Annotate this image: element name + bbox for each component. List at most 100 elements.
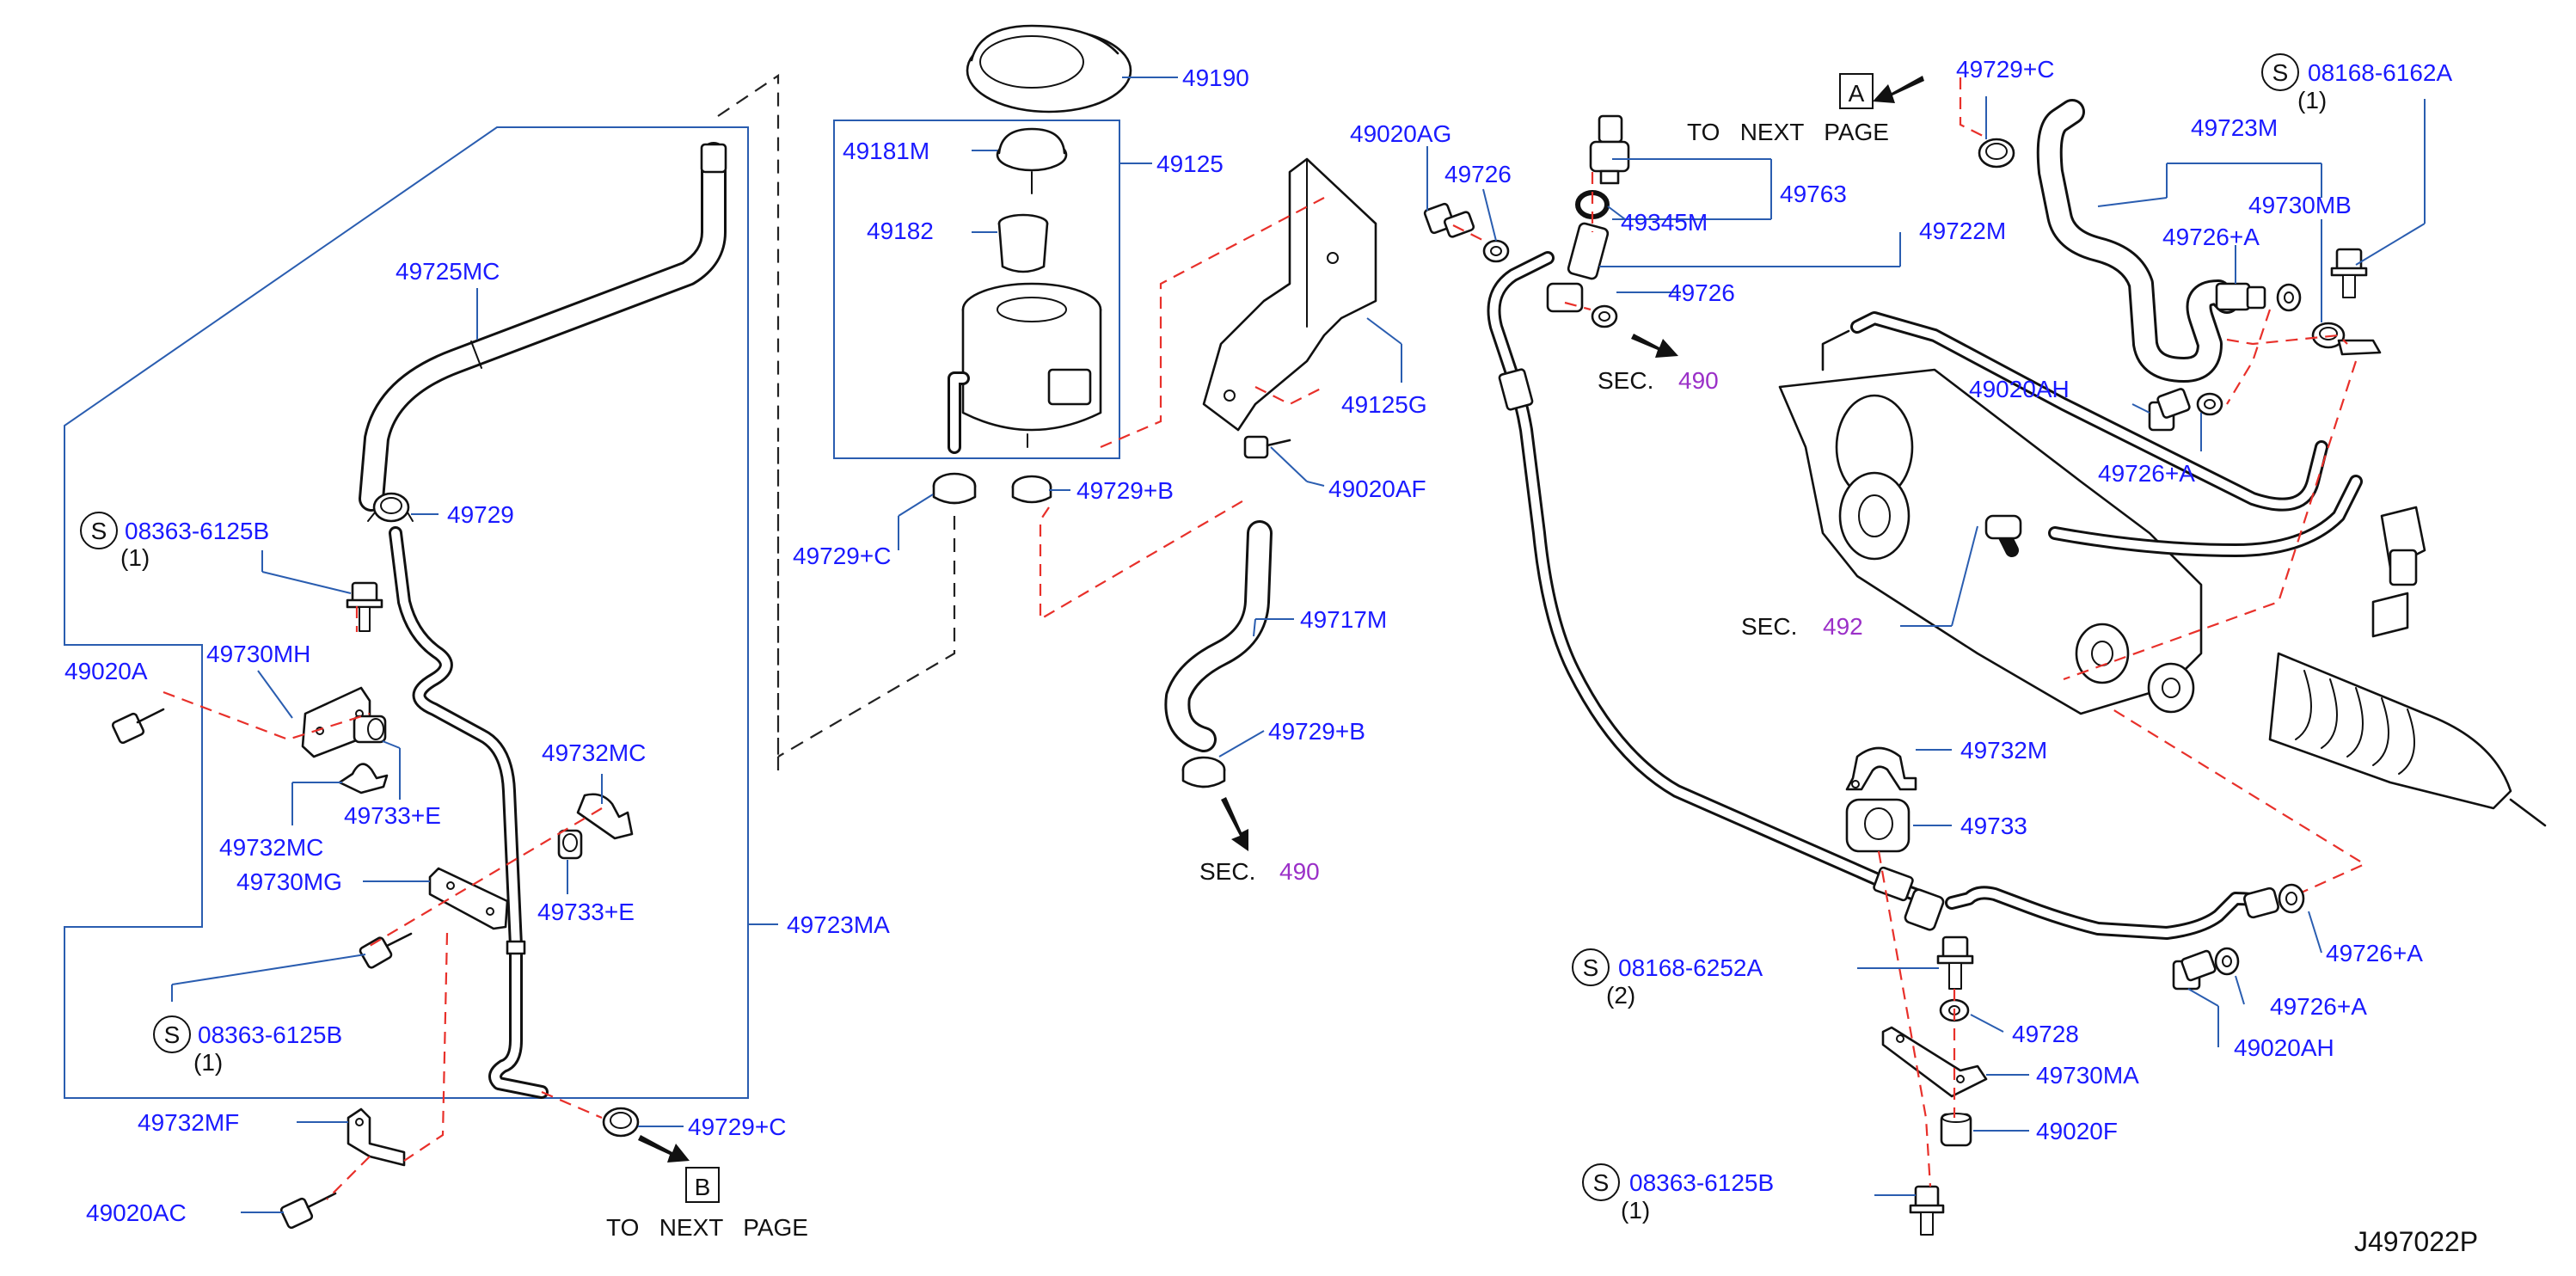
label-49726A-a: 49726+A (2162, 224, 2260, 250)
label-49732MF: 49732MF (138, 1109, 239, 1136)
bolt-49020AC (279, 1192, 337, 1230)
label-49725MC: 49725MC (396, 258, 500, 285)
label-49726A-b: 49726+A (2098, 460, 2195, 487)
label-49020AG: 49020AG (1350, 120, 1451, 147)
label-49730MB: 49730MB (2248, 192, 2352, 218)
box-marker-a: A (1839, 73, 1874, 109)
dash-right-2 (2226, 334, 2348, 346)
label-49729B-b: 49729+B (1268, 718, 1365, 745)
label-49722M: 49722M (1919, 218, 2006, 244)
label-sec-num-c: 492 (1823, 613, 1863, 640)
label-49729: 49729 (447, 501, 514, 528)
dash-center-2 (1564, 172, 1594, 311)
label-49733: 49733 (1960, 813, 2027, 839)
dash-left-1 (163, 690, 371, 741)
label-49730MH: 49730MH (206, 641, 310, 667)
label-49345M: 49345M (1621, 209, 1708, 236)
s-circle-08363-b: S (153, 1015, 191, 1053)
label-49730MA: 49730MA (2036, 1062, 2139, 1089)
svg-text:A: A (1849, 80, 1865, 107)
clamp-49729B-a (1011, 475, 1052, 504)
label-49182: 49182 (867, 218, 934, 244)
label-49125G: 49125G (1341, 391, 1427, 418)
clamp-49729C-b (602, 1107, 640, 1138)
frame-49723MA (64, 126, 749, 1099)
s-circle-08168-a: S (2261, 53, 2299, 91)
hose-49723M (2036, 99, 2240, 383)
label-to-next-page-b: TO NEXT PAGE (606, 1214, 808, 1241)
dash-right-1 (1959, 77, 1987, 138)
label-49181M: 49181M (843, 138, 929, 164)
washer-49726-a (1482, 239, 1510, 263)
label-49732MC-b: 49732MC (542, 739, 646, 766)
box-marker-b: B (685, 1167, 720, 1203)
washer-49726-b (1591, 304, 1618, 328)
reservoir-body (948, 282, 1102, 454)
dash-left-3 (403, 932, 449, 1162)
arrow-to-b (638, 1135, 690, 1163)
leader-lines (171, 77, 2426, 1213)
clamp-49729C-a (932, 472, 977, 505)
label-49732M: 49732M (1960, 737, 2047, 764)
diagram-id: J497022P (2354, 1226, 2478, 1257)
dash-lower-3 (2063, 678, 2367, 905)
dash-left-black (717, 73, 782, 774)
arrow-to-a (1873, 76, 1924, 103)
label-08363-c-qty: (1) (1621, 1197, 1650, 1224)
label-49726A-d: 49726+A (2270, 993, 2367, 1020)
dash-left-2 (369, 807, 603, 947)
label-08168-a: 08168-6162A (2308, 59, 2452, 86)
washer-49726A-b (2196, 392, 2223, 416)
label-49732MC-a: 49732MC (219, 834, 323, 861)
label-49020AC: 49020AC (86, 1199, 187, 1226)
arrow-sec490-a (1221, 797, 1248, 851)
pipe-return (1945, 886, 2279, 940)
dash-left-4 (326, 1156, 371, 1200)
dash-right-3 (2226, 309, 2272, 405)
bolt-49020AH-a (2148, 388, 2191, 432)
pipe-49723MA (389, 526, 549, 1099)
switch-49763 (1589, 114, 1630, 185)
arrow-sec490-b (1631, 334, 1678, 358)
bolt-08363-c (1909, 1185, 1945, 1236)
label-sec-num-b: 490 (1678, 367, 1719, 394)
s-circle-08363-c: S (1582, 1163, 1620, 1201)
label-49733E-a: 49733+E (344, 802, 441, 829)
bolt-49020AF (1243, 435, 1291, 459)
label-49729C-c: 49729+C (1956, 56, 2054, 83)
clamp-49732M (1845, 746, 1917, 791)
dash-lower-1 (1877, 850, 1932, 1187)
label-49020AH-a: 49020AH (1969, 376, 2070, 402)
fitting-49726A-a (2215, 282, 2266, 311)
cap-49190 (966, 24, 1132, 113)
steering-gear (1778, 368, 2547, 827)
label-08363-c: 08363-6125B (1629, 1169, 1774, 1196)
bracket-49732MF (347, 1107, 406, 1167)
label-49020AH-b: 49020AH (2234, 1034, 2334, 1061)
label-49020A: 49020A (64, 658, 148, 684)
label-49728: 49728 (2012, 1021, 2079, 1047)
label-49125: 49125 (1156, 150, 1224, 177)
strainer-49182 (997, 213, 1049, 273)
dash-left-6 (541, 1090, 603, 1120)
clamp-49732MC-b (557, 793, 634, 860)
label-sec-a: SEC. (1199, 858, 1255, 885)
clamp-49730MB (2311, 322, 2382, 356)
label-to-next-page-a: TO NEXT PAGE (1687, 119, 1889, 145)
label-49726-a: 49726 (1444, 161, 1512, 187)
clamp-49729B-b (1181, 756, 1226, 788)
gear-pipes (1821, 311, 2363, 557)
hose-49722M (1487, 251, 1945, 931)
label-49190: 49190 (1182, 64, 1249, 91)
label-08363-a-qty: (1) (120, 544, 150, 571)
label-sec-c: SEC. (1741, 613, 1797, 640)
s-circle-08363-a: S (80, 512, 118, 549)
label-49730MG: 49730MG (236, 868, 342, 895)
bolt-08168-a (2330, 248, 2368, 298)
label-08363-b: 08363-6125B (198, 1021, 342, 1048)
label-49729C-a: 49729+C (793, 543, 891, 569)
label-08363-b-qty: (1) (193, 1049, 223, 1076)
label-49726-b: 49726 (1668, 279, 1735, 306)
label-49723M: 49723M (2191, 114, 2278, 141)
svg-text:S: S (164, 1021, 181, 1048)
